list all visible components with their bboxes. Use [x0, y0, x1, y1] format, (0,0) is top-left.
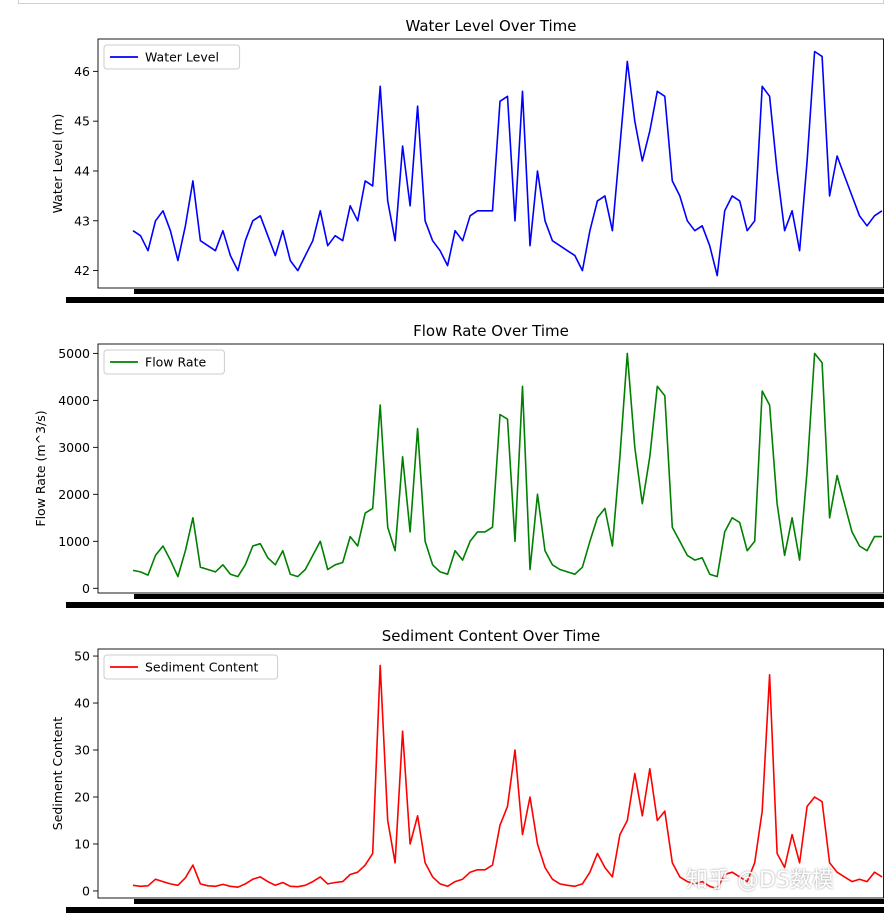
chart-title: Flow Rate Over Time	[413, 322, 569, 340]
y-axis-label: Sediment Content	[50, 717, 65, 831]
x-tick-labels-band	[66, 297, 884, 303]
y-tick-label: 4000	[58, 393, 90, 408]
y-tick-label: 43	[74, 213, 90, 228]
x-tick-marks-band	[134, 899, 884, 904]
legend-label: Water Level	[145, 50, 219, 65]
y-tick-label: 50	[74, 649, 90, 664]
y-tick-label: 30	[74, 743, 90, 758]
y-tick-label: 1000	[58, 534, 90, 549]
series-line-1	[132, 50, 883, 277]
plot-frame	[97, 343, 884, 594]
chart-title: Sediment Content Over Time	[382, 627, 600, 645]
y-tick-label: 46	[74, 64, 90, 79]
legend-box	[103, 44, 241, 70]
series-line-1	[132, 352, 882, 578]
legend-label: Sediment Content	[145, 660, 259, 675]
x-tick-labels-band	[66, 907, 884, 913]
watermark-text: 知乎 @DS数模	[686, 868, 834, 893]
chart-panel-3: Sediment Content Over Time 0 10 20 30 40 50Sed…	[50, 627, 884, 913]
legend-box	[103, 654, 279, 680]
chart-title: Water Level Over Time	[405, 17, 576, 35]
y-tick-label: 42	[74, 263, 90, 278]
y-tick-label: 10	[74, 836, 90, 851]
y-axis-label: Flow Rate (m^3/s)	[33, 410, 48, 526]
x-tick-marks-band	[134, 594, 884, 599]
y-tick-label: 5000	[58, 346, 90, 361]
plot-frame	[97, 648, 884, 899]
y-tick-label: 20	[74, 789, 90, 804]
legend-box	[103, 349, 225, 375]
y-tick-label: 0	[82, 581, 90, 596]
y-tick-label: 40	[74, 696, 90, 711]
x-tick-marks-band	[134, 289, 884, 294]
series-line-1	[132, 664, 883, 890]
y-tick-label: 45	[74, 114, 90, 129]
y-tick-label: 0	[82, 883, 90, 898]
y-tick-label: 2000	[58, 487, 90, 502]
y-axis-label: Water Level (m)	[50, 114, 65, 214]
x-tick-labels-band	[66, 602, 884, 608]
y-tick-label: 44	[74, 163, 90, 178]
legend-label: Flow Rate	[145, 355, 206, 370]
chart-panel-2: Flow Rate Over Time 0 1000 2000 3000 4000 5000…	[33, 322, 884, 608]
y-tick-label: 3000	[58, 440, 90, 455]
